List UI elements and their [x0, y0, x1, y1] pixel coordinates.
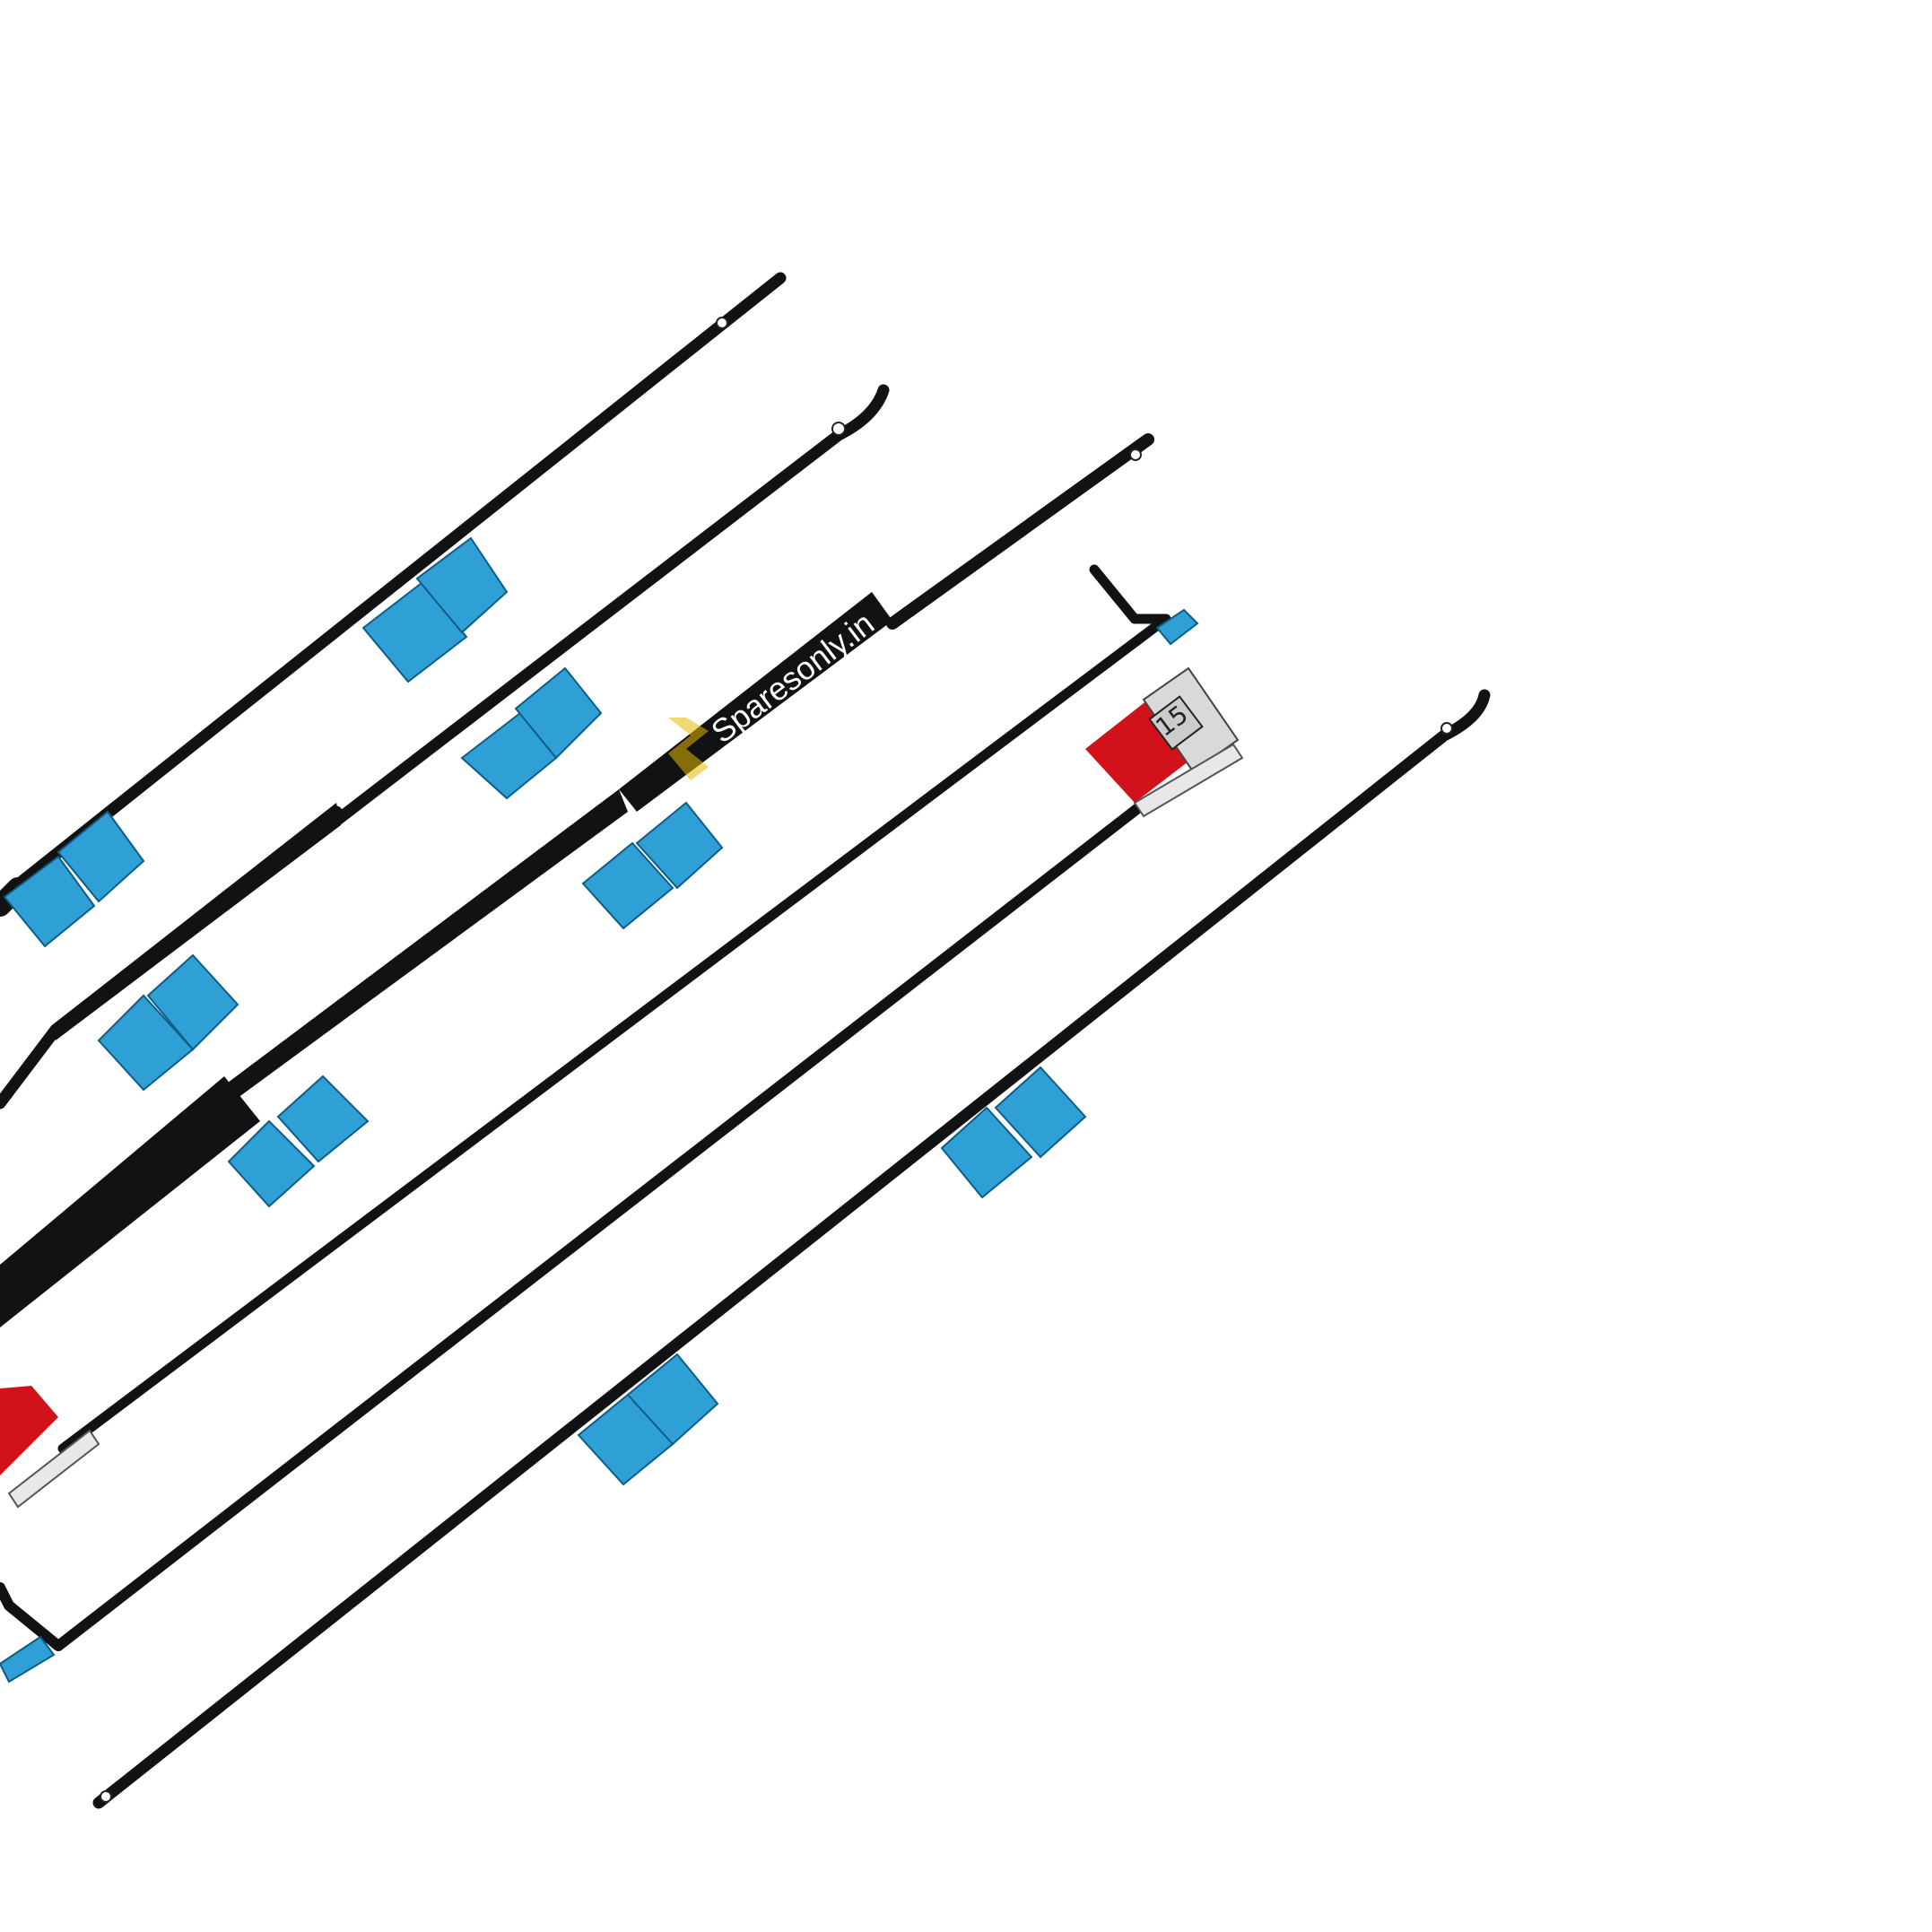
blue-tab-pair	[97, 953, 239, 1092]
blue-end-tab	[0, 1635, 56, 1684]
red-tab: 15	[1085, 666, 1244, 818]
adhesive-strip-5: 15	[0, 666, 1244, 1684]
blue-tab-pair	[227, 1075, 370, 1208]
adhesive-strip-1	[0, 272, 787, 948]
blue-tab-pair	[3, 810, 145, 948]
adhesive-strip-6	[92, 689, 1491, 1809]
strip-hole-icon	[831, 422, 846, 436]
strip-hole-icon	[716, 317, 728, 329]
number-tag	[1148, 695, 1204, 751]
blue-end-tab	[1155, 608, 1199, 646]
strip-hole-icon	[1440, 722, 1453, 735]
blue-tab-pair	[581, 801, 724, 930]
blue-tab-pair	[361, 536, 509, 683]
adhesive-strip-4	[0, 564, 1199, 1509]
strip-hole-icon	[100, 1790, 112, 1803]
watermark-logo-icon	[668, 718, 709, 780]
blue-tab-pair	[940, 1066, 1087, 1199]
strip-hole-icon	[1129, 448, 1142, 461]
adhesive-strip-2	[0, 384, 890, 1110]
blue-tab-pair	[460, 666, 603, 800]
red-tab	[0, 1386, 100, 1509]
blue-tab-pair	[577, 1353, 719, 1486]
